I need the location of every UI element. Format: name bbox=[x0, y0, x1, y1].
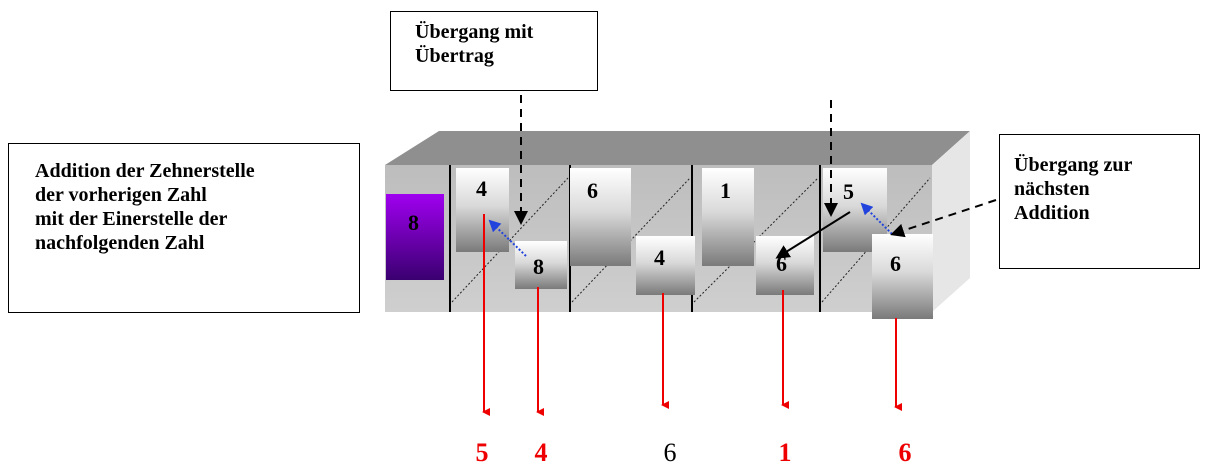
result-digit-4: 1 bbox=[778, 438, 792, 467]
callout-transition-carry: Übergang mit Übertrag bbox=[390, 11, 598, 91]
upper-block-1 bbox=[456, 168, 509, 252]
lower-block-4 bbox=[872, 234, 933, 319]
box-top-face bbox=[385, 131, 970, 165]
lower-digit-3: 6 bbox=[776, 251, 787, 276]
upper-digit-1: 4 bbox=[476, 176, 487, 201]
lower-digit-2: 4 bbox=[654, 245, 665, 270]
box-side-face bbox=[932, 131, 970, 312]
result-digit-1: 5 bbox=[475, 438, 489, 467]
carry-box bbox=[386, 194, 444, 280]
carry-arrow-2 bbox=[860, 202, 893, 235]
pointer-right bbox=[890, 199, 997, 238]
upper-digit-4: 5 bbox=[843, 179, 854, 204]
result-digit-3: 6 bbox=[663, 438, 677, 467]
callout-next-addition: Übergang zur nächsten Addition bbox=[999, 134, 1200, 269]
lower-block-2 bbox=[636, 236, 695, 295]
carry-arrow-1 bbox=[488, 219, 527, 257]
result-digit-2: 4 bbox=[534, 438, 548, 467]
result-digit-5: 6 bbox=[898, 438, 912, 467]
lower-digit-1: 8 bbox=[533, 254, 544, 279]
lower-digit-4: 6 bbox=[890, 251, 901, 276]
upper-block-3 bbox=[702, 168, 754, 266]
upper-digit-2: 6 bbox=[587, 178, 598, 203]
upper-block-2 bbox=[570, 168, 631, 266]
carry-digit: 8 bbox=[408, 210, 419, 235]
upper-digit-3: 1 bbox=[720, 178, 731, 203]
result-arrows bbox=[482, 214, 902, 416]
lower-block-1 bbox=[515, 241, 567, 289]
pointer-transfer bbox=[775, 211, 851, 259]
callout-tens-addition: Addition der Zehnerstelle der vorherigen… bbox=[8, 143, 360, 313]
